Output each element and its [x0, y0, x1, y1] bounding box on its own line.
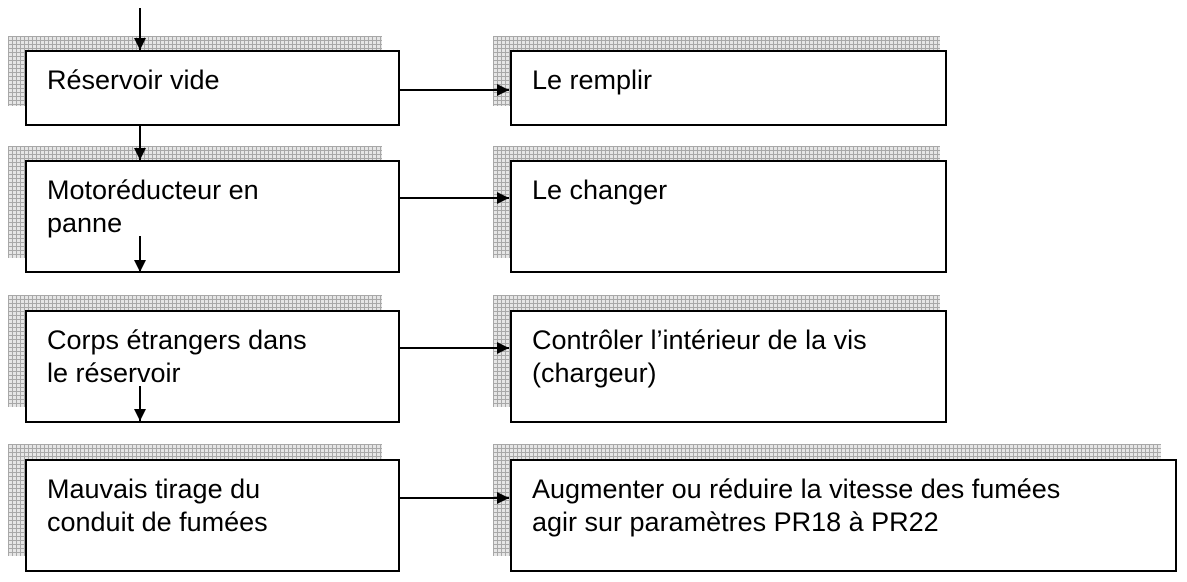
cause-2-line-2: panne — [47, 208, 123, 238]
remedy-box-1: Le remplir — [510, 50, 947, 126]
cause-3-line-1: Corps étrangers dans — [47, 325, 307, 355]
remedy-box-2: Le changer — [510, 160, 947, 273]
remedy-4-line-2: agir sur paramètres PR18 à PR22 — [532, 507, 939, 537]
remedy-1-line-1: Le remplir — [532, 65, 653, 95]
remedy-box-3: Contrôler l’intérieur de la vis (chargeu… — [510, 310, 947, 423]
cause-box-2: Motoréducteur en panne — [25, 160, 400, 273]
remedy-2-line-1: Le changer — [532, 175, 668, 205]
cause-4-line-2: conduit de fumées — [47, 507, 268, 537]
remedy-3-line-1: Contrôler l’intérieur de la vis — [532, 325, 867, 355]
cause-box-4: Mauvais tirage du conduit de fumées — [25, 459, 400, 572]
remedy-4-line-1: Augmenter ou réduire la vitesse des fumé… — [532, 474, 1061, 504]
cause-1-line-1: Réservoir vide — [47, 65, 220, 95]
cause-box-1: Réservoir vide — [25, 50, 400, 126]
cause-2-line-1: Motoréducteur en — [47, 175, 259, 205]
remedy-box-4: Augmenter ou réduire la vitesse des fumé… — [510, 459, 1177, 572]
cause-4-line-1: Mauvais tirage du — [47, 474, 261, 504]
remedy-3-line-2: (chargeur) — [532, 358, 657, 388]
cause-3-line-2: le réservoir — [47, 358, 181, 388]
cause-box-3: Corps étrangers dans le réservoir — [25, 310, 400, 423]
